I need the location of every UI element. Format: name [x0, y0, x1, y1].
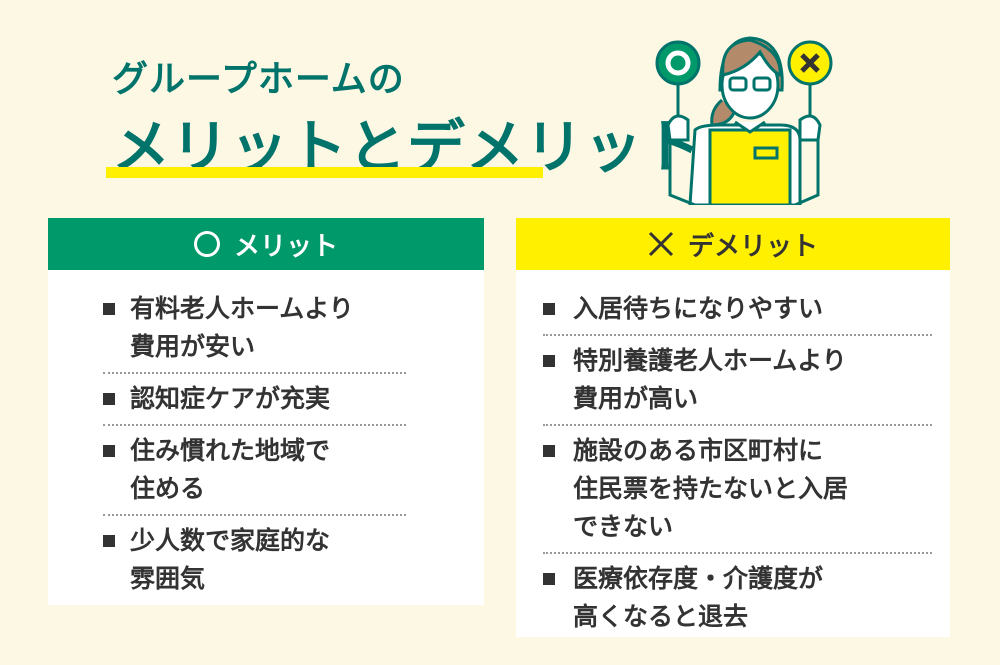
bullet-icon: [543, 573, 555, 585]
circle-icon: [193, 231, 220, 257]
staff-illustration: [650, 30, 840, 205]
bullet-icon: [103, 303, 115, 315]
merit-label: メリット: [233, 231, 338, 262]
merit-card: メリット 有料老人ホームより 費用が安い 認知症ケアが充実 住み慣れた地域で 住…: [48, 218, 484, 605]
bullet-icon: [103, 535, 115, 547]
bullet-icon: [103, 445, 115, 457]
bullet-icon: [543, 445, 555, 457]
bullet-icon: [543, 303, 555, 315]
demerit-label: デメリット: [687, 231, 818, 262]
bullet-icon: [543, 355, 555, 367]
title-line1: グループホームの: [112, 59, 405, 100]
list-item: 住み慣れた地域で 住める: [103, 430, 406, 516]
title-underline: [106, 167, 543, 178]
list-item: 入居待ちになりやすい: [543, 288, 932, 336]
cross-icon: [648, 231, 674, 257]
demerit-card: デメリット 入居待ちになりやすい 特別養護老人ホームより 費用が高い 施設のある…: [516, 218, 950, 637]
list-item: 施設のある市区町村に 住民票を持たないと入居 できない: [543, 430, 932, 554]
list-item: 有料老人ホームより 費用が安い: [103, 288, 406, 374]
demerit-header: デメリット: [516, 218, 950, 270]
bullet-icon: [103, 393, 115, 405]
list-item: 医療依存度・介護度が 高くなると退去: [543, 558, 932, 642]
merit-header: メリット: [48, 218, 484, 270]
list-item: 特別養護老人ホームより 費用が高い: [543, 340, 932, 426]
list-item: 少人数で家庭的な 雰囲気: [103, 520, 406, 604]
list-item: 認知症ケアが充実: [103, 378, 406, 426]
